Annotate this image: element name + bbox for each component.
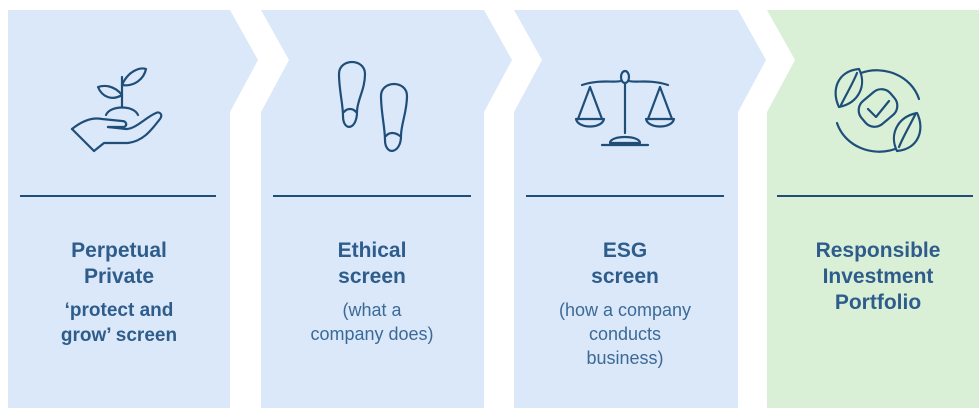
step-4-panel (767, 10, 979, 408)
footprints-icon (337, 60, 409, 152)
step-1-divider (20, 195, 216, 197)
step-1: Perpetual Private ‘protect and grow’ scr… (14, 10, 224, 408)
step-3: ESG screen (how a company conducts busin… (520, 10, 730, 408)
step-4-divider (777, 195, 973, 197)
step-3-panel (514, 10, 766, 408)
step-2-divider (273, 195, 471, 197)
plant-in-hand-icon (70, 67, 163, 153)
step-3-divider (526, 195, 724, 197)
step-4: Responsible Investment Portfolio (773, 10, 979, 408)
step-1-panel (8, 10, 258, 408)
step-2: Ethical screen (what a company does) (267, 10, 477, 408)
step-1-title: Perpetual Private (71, 239, 167, 288)
step-2-subtitle: (what a company does) (310, 300, 434, 344)
step-2-title: Ethical screen (337, 239, 407, 288)
step-3-title: ESG screen (591, 239, 659, 288)
scales-icon (574, 69, 676, 147)
step-1-subtitle: ‘protect and grow’ screen (60, 300, 178, 346)
step-2-panel (261, 10, 512, 408)
leaf-check-icon (834, 67, 922, 153)
step-4-title: Responsible Investment Portfolio (815, 239, 941, 314)
step-3-subtitle: (how a company conducts business) (558, 300, 692, 368)
